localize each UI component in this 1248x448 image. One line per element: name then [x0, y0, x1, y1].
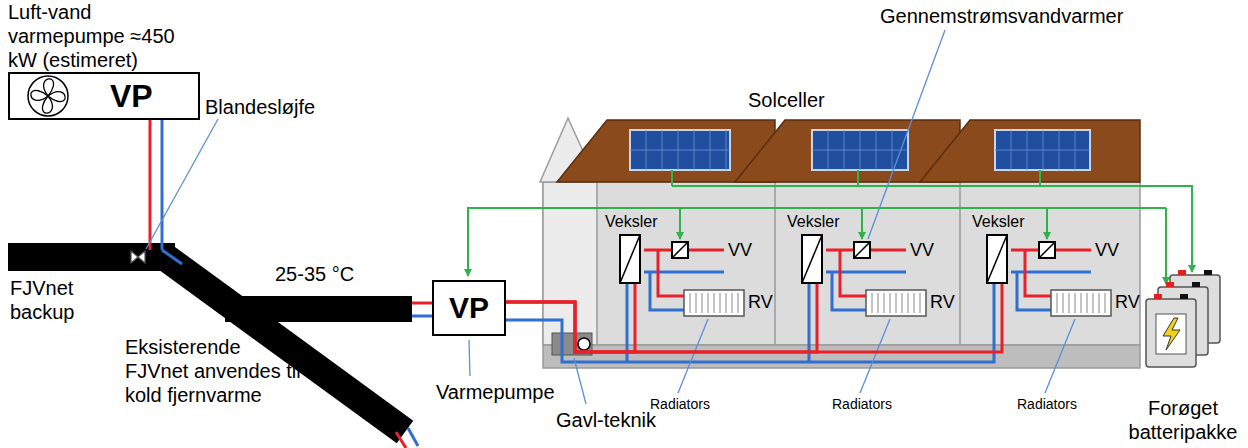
secondary-pipes: [644, 208, 1111, 316]
exchanger-symbol: [801, 234, 823, 284]
unit-housing: VP: [8, 72, 200, 120]
heat-pump-box: VP: [432, 280, 506, 336]
annotation-label: Radiators: [1017, 396, 1077, 413]
annotation-label: Gavl-teknik: [556, 408, 656, 432]
heat-exchanger: Veksler: [972, 212, 1032, 284]
exchanger-label: Veksler: [605, 212, 657, 231]
supply-pipe: [506, 284, 1002, 352]
annotation-label: 25-35 °C: [275, 262, 354, 286]
exchanger-symbol: [619, 234, 641, 284]
heat-exchanger: Veksler: [605, 212, 665, 284]
exchanger-label: Veksler: [972, 212, 1024, 231]
unit-label: VP: [449, 290, 489, 326]
annotation-label: Forøget batteripakke: [1122, 396, 1244, 444]
air-water-heat-pump: Luft-vand varmepumpe ≈450 kW (estimeret)…: [8, 0, 203, 120]
annotation-label: VV: [910, 240, 934, 262]
leader-lines: [146, 30, 1075, 404]
annotation-label: Solceller: [748, 88, 825, 112]
supply-pipe: [506, 284, 817, 352]
annotation-label: VV: [1095, 240, 1119, 262]
battery-pack: [1146, 270, 1220, 367]
solar-panels: [630, 130, 1090, 170]
return-pipe: [506, 284, 994, 362]
annotation-label: VV: [728, 240, 752, 262]
heading: Luft-vand varmepumpe ≈450 kW (estimeret): [8, 0, 198, 72]
annotation-label: Gennemstrømsvandvarmer: [880, 4, 1123, 28]
annotation-label: FJVnet backup: [10, 276, 100, 324]
annotation-label: Radiators: [832, 396, 892, 413]
heat-exchanger: Veksler: [787, 212, 847, 284]
pump-symbol: [578, 338, 590, 350]
exchanger-symbol: [986, 234, 1008, 284]
unit-label: VP: [110, 76, 153, 116]
annotation-label: Eksisterende FJVnet anvendes til kold fj…: [125, 335, 303, 407]
annotation-label: RV: [1115, 292, 1140, 314]
building: [540, 118, 1140, 368]
annotation-label: Radiators: [650, 396, 710, 413]
supply-pipe: [506, 284, 635, 352]
power-lines: [468, 170, 1192, 284]
fan-symbol: [18, 74, 78, 118]
district-heating-pipes: [8, 120, 432, 448]
annotation-label: Varmepumpe: [436, 380, 555, 404]
annotation-label: RV: [930, 292, 955, 314]
annotation-label: RV: [748, 292, 773, 314]
exchanger-label: Veksler: [787, 212, 839, 231]
annotation-label: Blandesløjfe: [205, 95, 315, 119]
